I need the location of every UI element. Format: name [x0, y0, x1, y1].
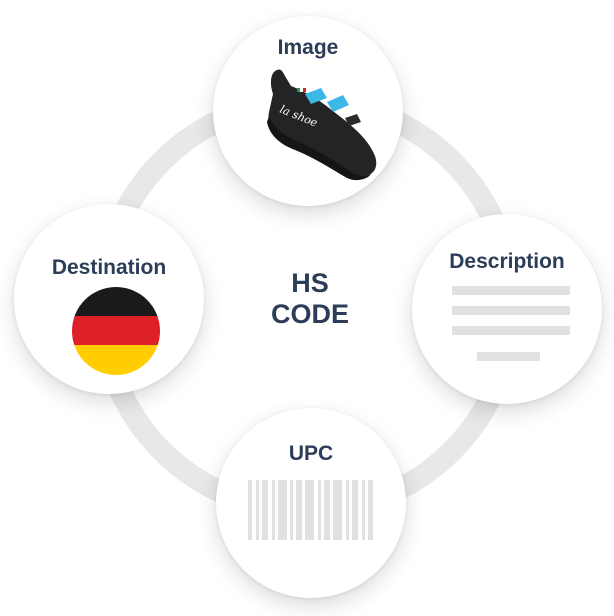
description-node: Description: [412, 214, 602, 404]
upc-node: UPC: [216, 408, 406, 598]
destination-label: Destination: [51, 256, 167, 279]
description-label: Description: [449, 250, 565, 273]
hs-code-line-2: CODE: [270, 299, 349, 329]
climbing-shoe-icon: la shoe: [267, 69, 377, 181]
destination-node: Destination: [14, 204, 204, 394]
text-lines-icon: [452, 286, 570, 361]
image-node: Image la shoe: [213, 16, 403, 206]
hs-code-line-1: HS: [291, 268, 329, 298]
image-label: Image: [277, 36, 339, 59]
germany-flag-icon: [72, 287, 160, 375]
barcode-icon: [248, 480, 373, 540]
hs-code-title: HS CODE: [250, 268, 370, 330]
upc-label: UPC: [288, 442, 334, 465]
